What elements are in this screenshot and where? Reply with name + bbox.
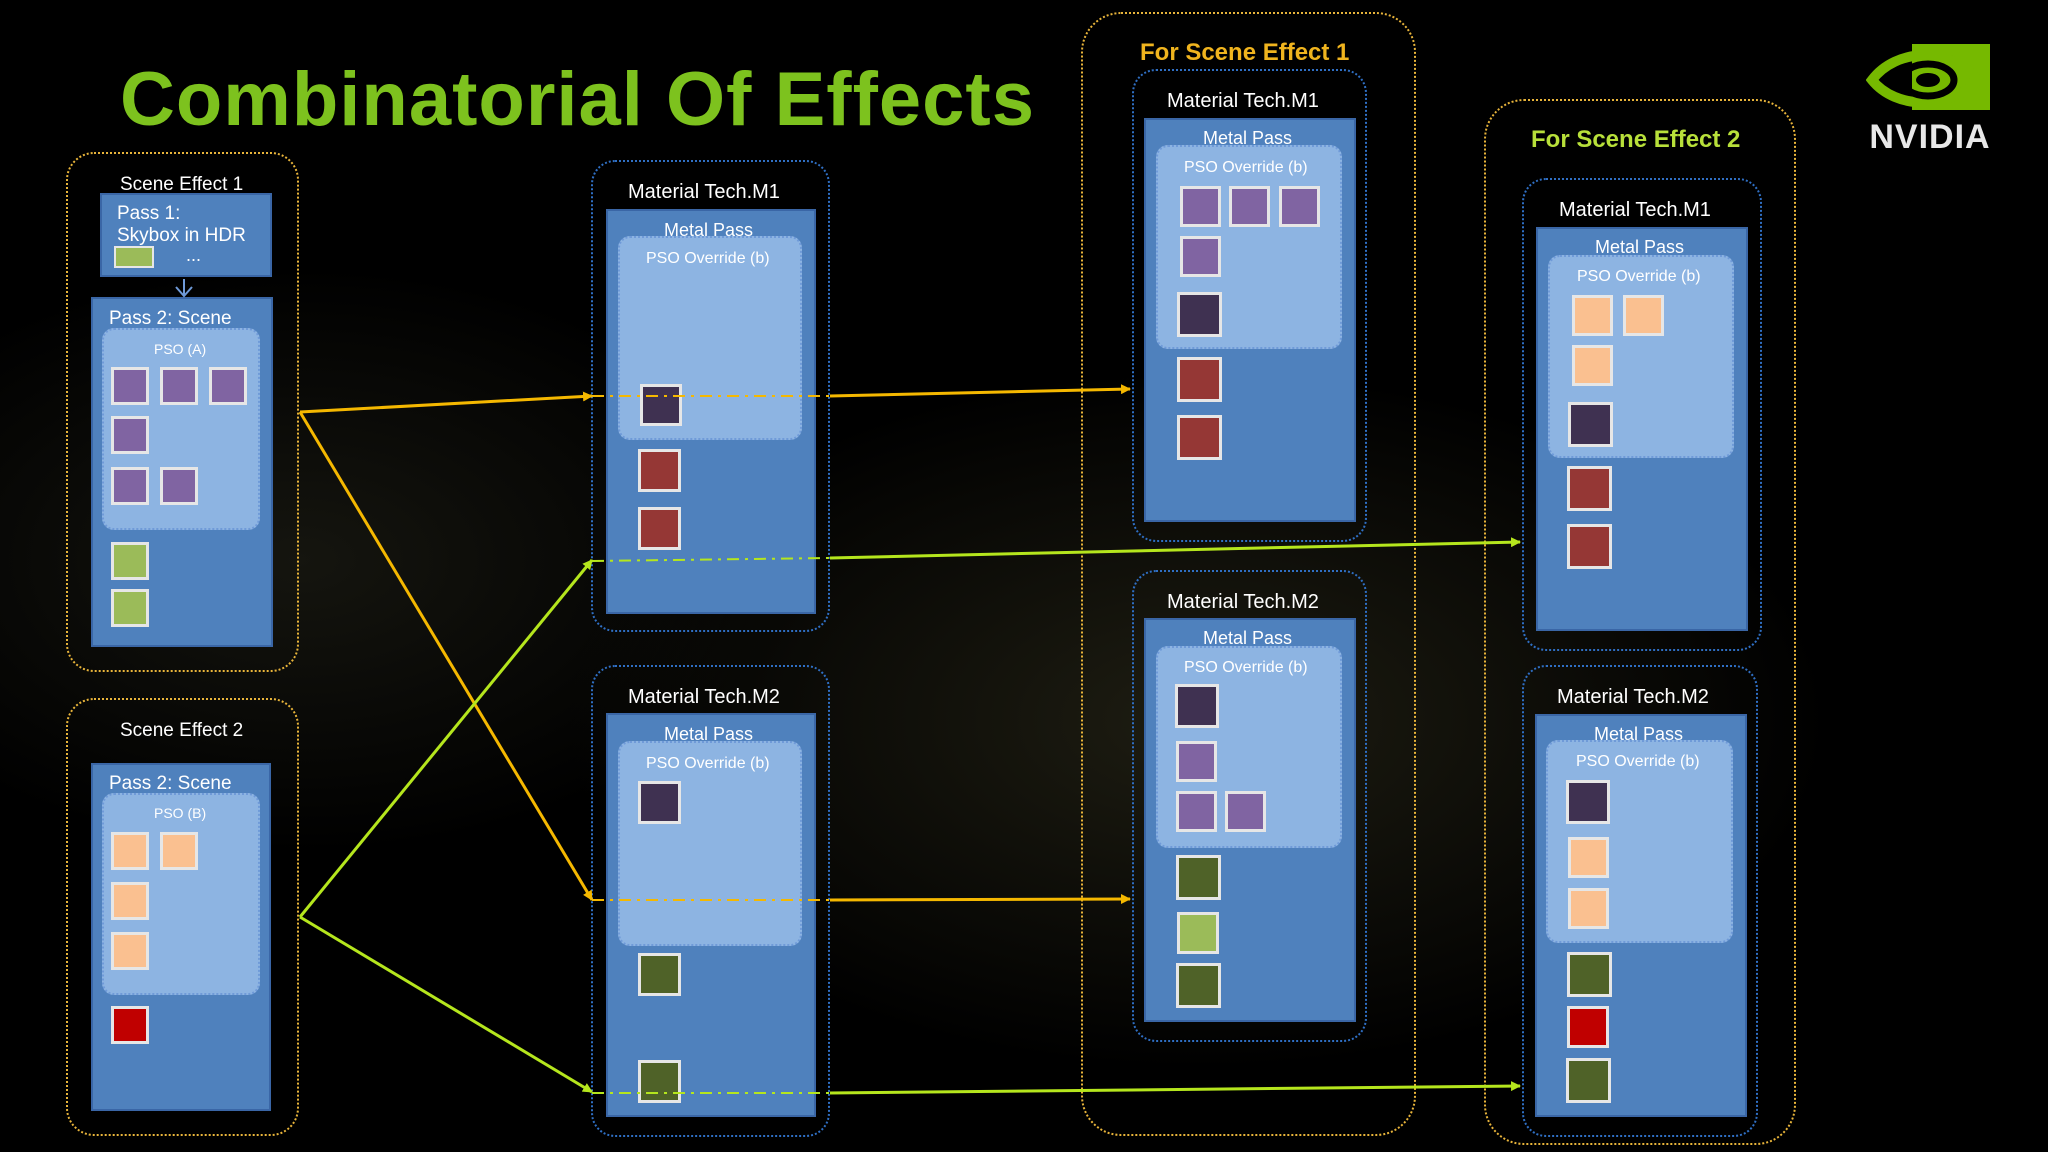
material-m1-pso-label: PSO Override (b) [646,250,770,267]
fse1-m2-square [1225,791,1266,832]
scene-effect-2-group [66,698,299,1136]
fse1-m2-group [1132,570,1367,1042]
fse2-m2-label: Material Tech.M2 [1557,686,1709,708]
fse1-m1-square [1229,186,1270,227]
fse2-m2-pso-label: PSO Override (b) [1576,753,1700,770]
fse1-m2-pso-label: PSO Override (b) [1184,659,1308,676]
arrow-se2-to-m2 [299,915,593,1094]
pso-b-square [111,882,149,920]
material-m1-label: Material Tech.M1 [628,181,780,203]
fse2-m2-group [1522,665,1758,1137]
se1-pass-2-label: Pass 2: Scene [109,308,232,329]
fse2-m1-square [1572,295,1613,336]
fse2-m1-group [1522,178,1762,651]
fse1-m1-square [1180,186,1221,227]
pso-b-label: PSO (B) [154,805,207,821]
material-m2-square [638,781,681,824]
pso-a-square [111,416,149,454]
fse2-m2-pass-label: Metal Pass [1594,724,1684,744]
fse1-m1-group [1132,69,1367,542]
se1-pass-square [111,589,149,627]
fse1-m1-square [1177,415,1222,460]
material-m2-square [638,1060,681,1103]
fse1-m2-square [1176,741,1217,782]
pso-b-square [111,932,149,970]
fse1-m1-pass-label: Metal Pass [1203,128,1293,148]
fse1-m1-pso-label: PSO Override (b) [1184,159,1308,176]
material-m1-pass-label: Metal Pass [664,220,754,240]
pso-a-square [209,367,247,405]
arrow-se1-to-m2 [298,411,594,901]
pass-down-arrow-head [175,286,193,298]
for-scene-effect-2-group [1484,99,1796,1145]
fse2-m2-square [1566,1058,1611,1103]
for-scene-effect-1-caption: For Scene Effect 1 [1140,39,1350,66]
fse2-m2-square [1566,780,1610,824]
fse1-m1-square [1279,186,1320,227]
pass-1-label: Pass 1: [117,203,181,224]
arrow-m1-to-fse2-m1 [829,537,1521,560]
for-scene-effect-2-caption: For Scene Effect 2 [1531,126,1741,153]
fse1-m2-square [1176,855,1221,900]
material-m1-square [638,507,681,550]
fse2-m2-square [1568,837,1609,878]
pso-a-square [160,467,198,505]
for-scene-effect-1-group [1081,12,1416,1136]
fse1-m2-pass-label: Metal Pass [1203,628,1293,648]
fse2-m1-pso-label: PSO Override (b) [1577,268,1701,285]
se2-pass-square [111,1006,149,1044]
fse2-m1-pass-label: Metal Pass [1595,237,1685,257]
fse1-m2-square [1175,684,1219,728]
fse2-m1-square [1623,295,1664,336]
se1-pass-square [111,542,149,580]
fse2-m1-square [1567,466,1612,511]
material-m2-label: Material Tech.M2 [628,686,780,708]
fse1-m2-square [1177,912,1219,954]
scene-effect-1-label: Scene Effect 1 [120,174,244,195]
se2-pass-2-label: Pass 2: Scene [109,773,232,794]
material-m1-square [640,384,682,426]
arrow-m1-to-fse1-m1 [829,384,1131,398]
fse1-m1-square [1180,236,1221,277]
slide-title: Combinatorial Of Effects [120,57,1035,142]
pso-a-square [160,367,198,405]
fse2-m2-square [1568,888,1609,929]
pso-b-square [160,832,198,870]
pass-1-ellipsis: ... [186,245,202,265]
fse1-m1-label: Material Tech.M1 [1167,90,1319,112]
scene-effect-2-label: Scene Effect 2 [120,720,244,741]
material-m2-pso-panel [618,741,802,946]
material-m2-pass-label: Metal Pass [664,724,754,744]
fse1-m1-square [1177,292,1222,337]
pso-b-square [111,832,149,870]
material-m2-square [638,953,681,996]
fse2-m1-label: Material Tech.M1 [1559,199,1711,221]
scene-effect-1-group [66,152,299,672]
pso-a-square [111,367,149,405]
fse1-m2-label: Material Tech.M2 [1167,591,1319,613]
nvidia-wordmark: NVIDIA [1869,118,1991,156]
fse2-m1-square [1568,402,1613,447]
arrow-se1-to-m1 [299,391,593,414]
arrow-m2-to-fse2-m2 [829,1081,1521,1095]
fse2-m2-square [1567,1006,1609,1048]
pass-1-pso-square [114,246,154,268]
arrow-se2-to-m1 [298,559,594,918]
fse1-m1-square [1177,357,1222,402]
dash-m1-green [591,557,831,562]
material-m2-pso-label: PSO Override (b) [646,755,770,772]
nvidia-eye-icon [1866,44,1990,110]
arrow-m2-to-fse1-m2 [829,894,1131,905]
material-m1-square [638,449,681,492]
nvidia-logo: NVIDIA [1852,40,2008,156]
fse2-m1-square [1567,524,1612,569]
pass-1-skybox-label: Skybox in HDR [117,225,246,246]
fse2-m2-square [1567,952,1612,997]
fse1-m2-square [1176,791,1217,832]
fse1-m2-square [1176,963,1221,1008]
fse2-m1-square [1572,345,1613,386]
pso-a-square [111,467,149,505]
pso-a-label: PSO (A) [154,341,207,357]
